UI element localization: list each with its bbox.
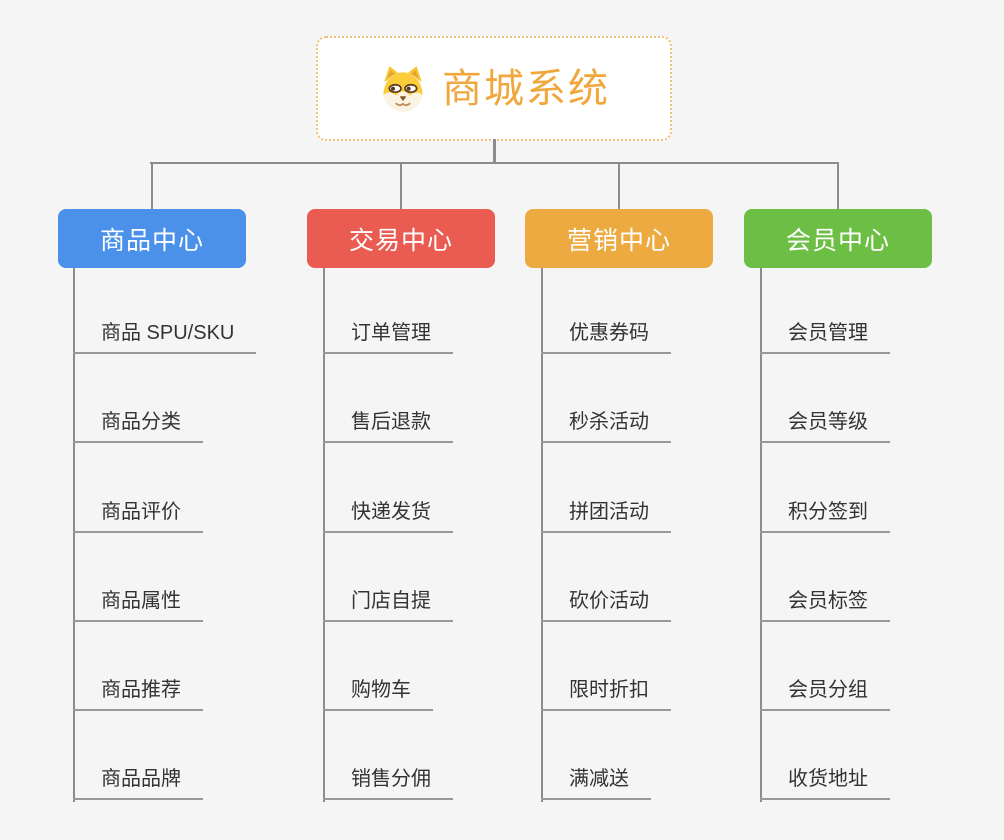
leaf-node[interactable]: 会员等级 <box>760 399 890 443</box>
leaf-node[interactable]: 砍价活动 <box>541 578 671 622</box>
connector-drop-line <box>618 162 620 210</box>
branch-node-product-center[interactable]: 商品中心 <box>58 209 246 268</box>
leaf-node[interactable]: 收货地址 <box>760 756 890 800</box>
root-node[interactable]: 商城系统 <box>316 36 672 141</box>
leaf-node[interactable]: 拼团活动 <box>541 489 671 533</box>
leaf-node[interactable]: 快递发货 <box>323 489 453 533</box>
leaf-node[interactable]: 门店自提 <box>323 578 453 622</box>
leaf-node[interactable]: 商品属性 <box>73 578 203 622</box>
connector-trunk-line <box>323 268 325 802</box>
shiba-dog-face-icon <box>383 65 423 112</box>
leaf-node[interactable]: 秒杀活动 <box>541 399 671 443</box>
leaf-node[interactable]: 售后退款 <box>323 399 453 443</box>
branch-node-trade-center[interactable]: 交易中心 <box>307 209 495 268</box>
connector-bus-line <box>150 162 839 164</box>
leaf-node[interactable]: 商品品牌 <box>73 756 203 800</box>
leaf-node[interactable]: 会员管理 <box>760 310 890 354</box>
leaf-node[interactable]: 销售分佣 <box>323 756 453 800</box>
connector-root-stub <box>493 139 496 164</box>
leaf-node[interactable]: 购物车 <box>323 667 433 711</box>
connector-drop-line <box>151 162 153 210</box>
leaf-node[interactable]: 限时折扣 <box>541 667 671 711</box>
root-node-label: 商城系统 <box>442 66 610 111</box>
connector-drop-line <box>837 162 839 210</box>
leaf-node[interactable]: 商品评价 <box>73 489 203 533</box>
leaf-node[interactable]: 优惠券码 <box>541 310 671 354</box>
connector-trunk-line <box>760 268 762 802</box>
leaf-node[interactable]: 积分签到 <box>760 489 890 533</box>
leaf-node[interactable]: 商品推荐 <box>73 667 203 711</box>
connector-trunk-line <box>541 268 543 802</box>
branch-node-member-center[interactable]: 会员中心 <box>744 209 932 268</box>
connector-drop-line <box>400 162 402 210</box>
leaf-node[interactable]: 商品分类 <box>73 399 203 443</box>
leaf-node[interactable]: 会员标签 <box>760 578 890 622</box>
leaf-node[interactable]: 商品 SPU/SKU <box>73 310 257 354</box>
leaf-node[interactable]: 订单管理 <box>323 310 453 354</box>
leaf-node[interactable]: 会员分组 <box>760 667 890 711</box>
branch-node-marketing-center[interactable]: 营销中心 <box>525 209 713 268</box>
connector-trunk-line <box>73 268 75 802</box>
leaf-node[interactable]: 满减送 <box>541 756 651 800</box>
